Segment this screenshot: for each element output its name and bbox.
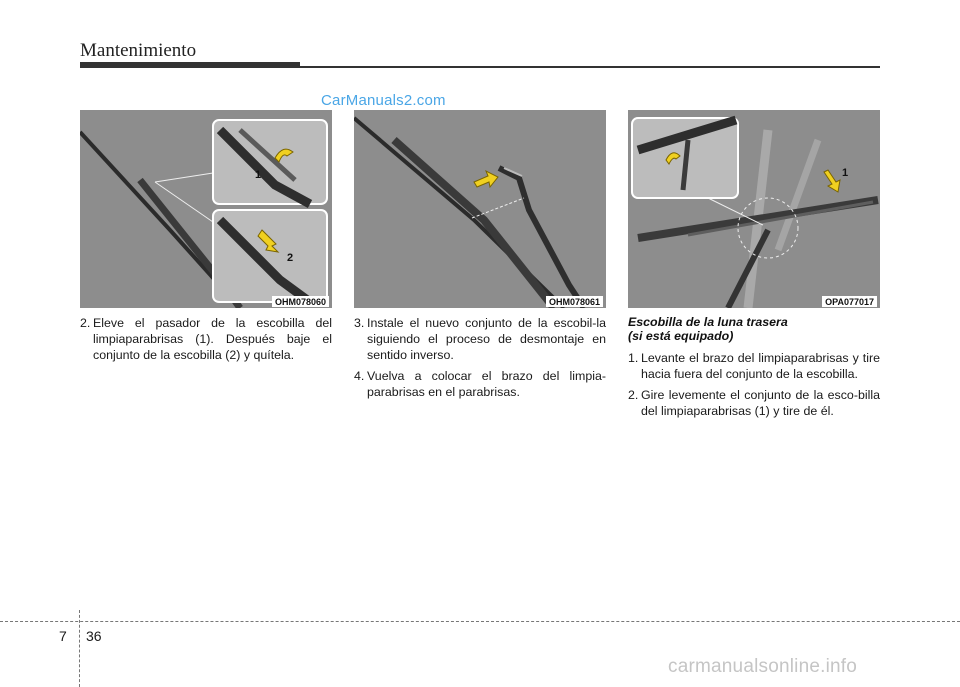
step-text: Eleve el pasador de la escobilla del lim…: [93, 316, 332, 362]
footer-guide-horizontal: [0, 621, 960, 622]
figure-code: OHM078060: [271, 296, 329, 307]
step-number: 2.: [80, 316, 91, 330]
figure-wiper-blade-install: OHM078061: [354, 110, 606, 308]
column-3-text: Escobilla de la luna trasera (si está eq…: [628, 315, 880, 424]
step-item: 4. Vuelva a colocar el brazo del limpia-…: [354, 368, 606, 400]
watermark-bottom: carmanualsonline.info: [668, 656, 858, 677]
footer-guide-vertical: [79, 610, 80, 687]
figure-code: OPA077017: [822, 296, 877, 307]
figure-rear-wiper: 1 OPA077017: [628, 110, 880, 308]
step-text: Gire levemente el conjunto de la esco-bi…: [641, 388, 880, 418]
step-number: 3.: [354, 316, 365, 330]
chapter-number: 7: [59, 628, 67, 644]
page-number: 36: [86, 628, 102, 644]
wiper-illustration-3: 1: [631, 115, 879, 308]
step-text: Levante el brazo del limpiaparabrisas y …: [641, 351, 880, 381]
section-heading-line1: Escobilla de la luna trasera: [628, 315, 788, 329]
wiper-illustration-1: 1 2: [80, 119, 328, 308]
step-number: 2.: [628, 388, 639, 402]
header-rule-accent: [80, 62, 300, 68]
step-item: 1. Levante el brazo del limpiaparabrisas…: [628, 350, 880, 382]
callout-1: 1: [255, 169, 261, 181]
column-2-text: 3. Instale el nuevo conjunto de la escob…: [354, 315, 606, 405]
step-number: 1.: [628, 351, 639, 365]
section-heading-line2: (si está equipado): [628, 329, 734, 343]
step-text: Vuelva a colocar el brazo del limpia-par…: [367, 369, 606, 399]
step-item: 2. Gire levemente el conjunto de la esco…: [628, 387, 880, 419]
header-rule: [80, 66, 880, 68]
figure-wiper-blade-removal: 1 2 OHM078060: [80, 110, 332, 308]
page-header-title: Mantenimiento: [80, 40, 197, 61]
step-item: 3. Instale el nuevo conjunto de la escob…: [354, 315, 606, 363]
callout-1: 1: [842, 167, 848, 179]
watermark-top: CarManuals2.com: [321, 92, 446, 109]
figure-code: OHM078061: [545, 296, 603, 307]
step-text: Instale el nuevo conjunto de la escobil-…: [367, 316, 606, 362]
step-number: 4.: [354, 369, 365, 383]
wiper-illustration-2: [354, 116, 587, 308]
section-heading: Escobilla de la luna trasera (si está eq…: [628, 315, 880, 343]
column-1-text: 2. Eleve el pasador de la escobilla del …: [80, 315, 332, 368]
step-item: 2. Eleve el pasador de la escobilla del …: [80, 315, 332, 363]
callout-2: 2: [287, 252, 293, 264]
